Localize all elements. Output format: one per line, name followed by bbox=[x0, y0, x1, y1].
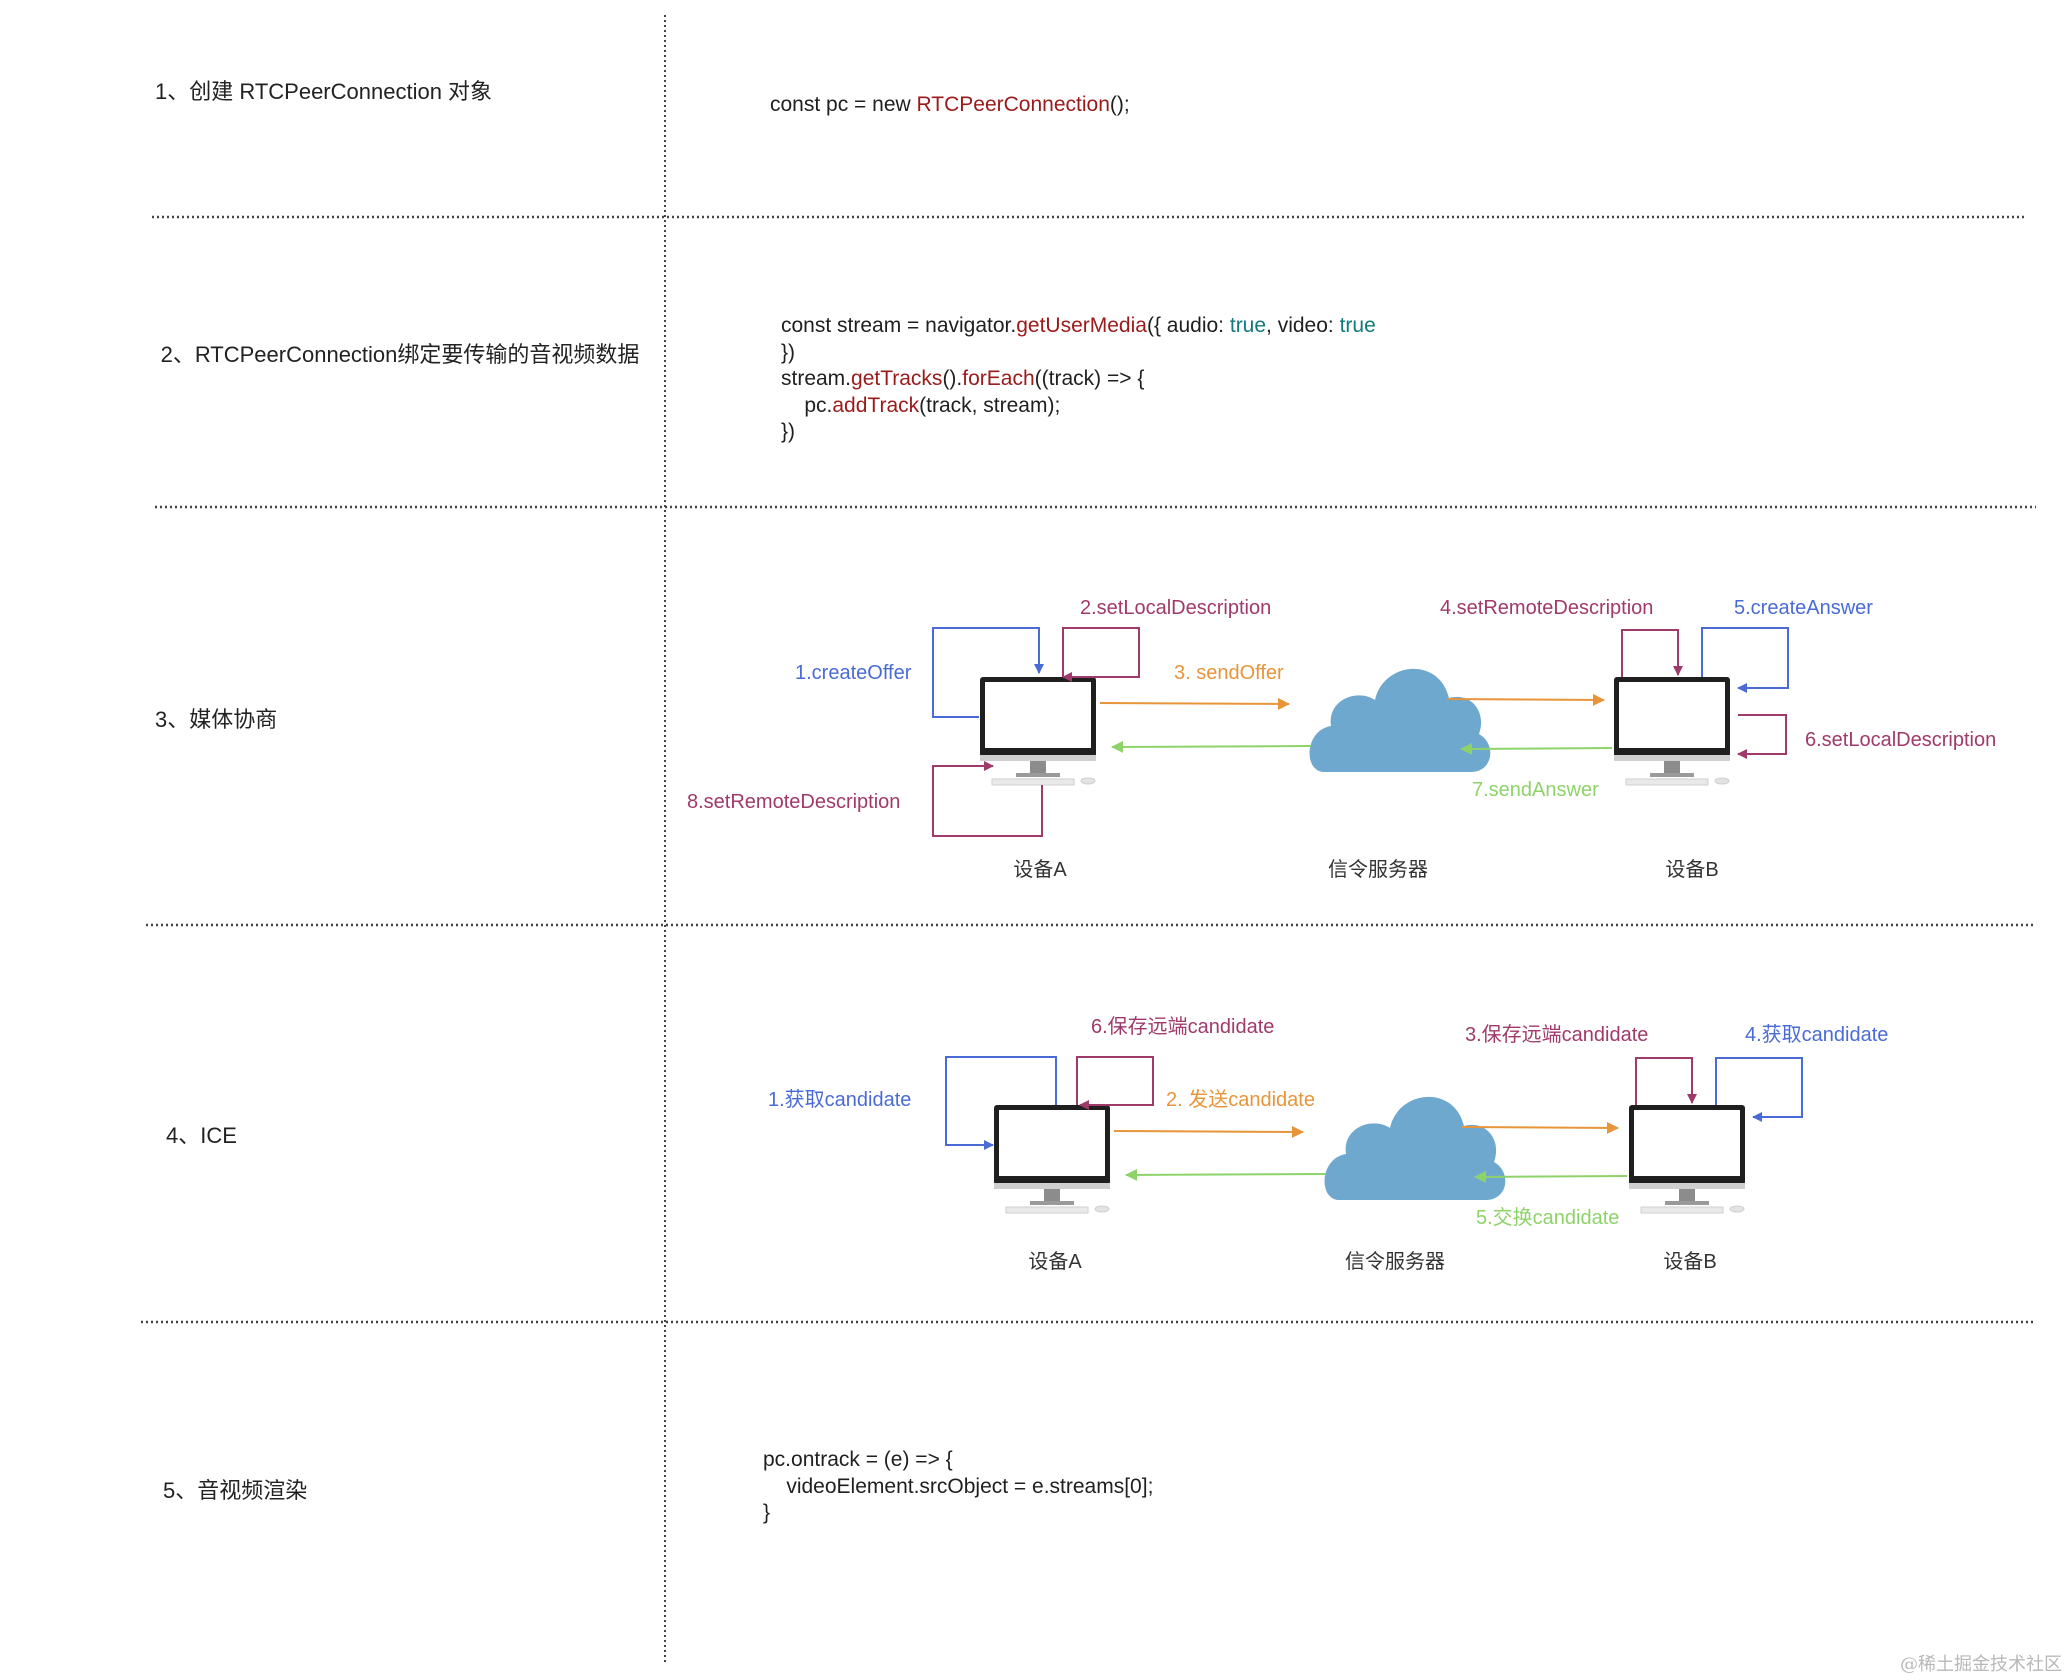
device-b-label: 设备B bbox=[1663, 1250, 1716, 1273]
server-to-a-candidate-arrow bbox=[1125, 1168, 1327, 1181]
signaling-server-cloud-icon bbox=[1324, 1096, 1506, 1200]
create-answer-arrow bbox=[1701, 627, 1789, 693]
send-answer-label: 7.sendAnswer bbox=[1472, 779, 1599, 801]
code-render: pc.ontrack = (e) => { videoElement.srcOb… bbox=[763, 1447, 1153, 1527]
code-keyword: RTCPeerConnection bbox=[916, 93, 1110, 116]
step-2-label: 2、RTCPeerConnection绑定要传输的音视频数据 bbox=[160, 342, 640, 367]
get-candidate-b-arrow bbox=[1715, 1057, 1803, 1122]
code-text: const pc = new bbox=[770, 93, 917, 116]
code-line: pc.ontrack = (e) => { bbox=[763, 1448, 953, 1471]
send-candidate-arrow bbox=[1113, 1125, 1304, 1138]
step-3-label: 3、媒体协商 bbox=[155, 707, 278, 732]
step-1-label: 1、创建 RTCPeerConnection 对象 bbox=[155, 79, 493, 104]
set-remote-b-arrow bbox=[1621, 629, 1683, 677]
set-local-a-arrow bbox=[1062, 627, 1140, 682]
save-candidate-b-arrow bbox=[1635, 1057, 1697, 1105]
server-to-a-arrow bbox=[1111, 740, 1312, 753]
create-answer-label: 5.createAnswer bbox=[1734, 597, 1873, 619]
signaling-server-cloud-icon bbox=[1309, 668, 1491, 772]
exchange-candidate-arrow bbox=[1474, 1170, 1628, 1183]
code-line: } bbox=[763, 1501, 771, 1524]
set-local-b-arrow bbox=[1737, 714, 1787, 759]
code-create-peer-connection: const pc = new RTCPeerConnection(); bbox=[770, 92, 1130, 119]
save-candidate-a-arrow bbox=[1076, 1056, 1154, 1110]
server-to-b-arrow bbox=[1446, 693, 1605, 706]
get-candidate-b-label: 4.获取candidate bbox=[1745, 1023, 1888, 1046]
set-local-a-label: 2.setLocalDescription bbox=[1080, 597, 1271, 619]
device-a-label: 设备A bbox=[1013, 858, 1067, 881]
set-remote-a-label: 8.setRemoteDescription bbox=[687, 791, 900, 813]
save-candidate-b-label: 3.保存远端candidate bbox=[1465, 1023, 1648, 1046]
step-5-label: 5、音视频渲染 bbox=[163, 1478, 308, 1503]
server-label: 信令服务器 bbox=[1328, 858, 1428, 881]
set-remote-b-label: 4.setRemoteDescription bbox=[1440, 597, 1653, 619]
negotiation-diagram: 1.createOffer 2.setLocalDescription 3. s… bbox=[687, 597, 1996, 881]
code-line: videoElement.srcObject = e.streams[0]; bbox=[763, 1474, 1154, 1498]
exchange-candidate-label: 5.交换candidate bbox=[1476, 1206, 1619, 1229]
set-local-b-label: 6.setLocalDescription bbox=[1805, 729, 1996, 751]
device-a-computer-icon bbox=[979, 676, 1097, 786]
code-line: pc.addTrack(track, stream); bbox=[781, 393, 1061, 417]
device-a-label: 设备A bbox=[1028, 1250, 1082, 1273]
create-offer-arrow bbox=[932, 627, 1044, 718]
device-b-computer-icon bbox=[1613, 676, 1731, 786]
get-candidate-a-label: 1.获取candidate bbox=[768, 1088, 911, 1111]
watermark: @稀土掘金技术社区 bbox=[1900, 1654, 2062, 1675]
code-line: const stream = navigator.getUserMedia({ … bbox=[781, 314, 1376, 337]
code-bind-media: const stream = navigator.getUserMedia({ … bbox=[781, 313, 1376, 446]
code-line: }) bbox=[781, 340, 796, 364]
set-remote-a-arrow bbox=[932, 761, 1043, 837]
device-b-computer-icon bbox=[1628, 1104, 1746, 1214]
step-4-label: 4、ICE bbox=[166, 1123, 237, 1148]
create-offer-label: 1.createOffer bbox=[795, 662, 912, 684]
code-text: (); bbox=[1109, 93, 1130, 116]
send-offer-arrow bbox=[1099, 697, 1290, 710]
ice-diagram: 1.获取candidate 6.保存远端candidate 2. 发送candi… bbox=[768, 1015, 1888, 1273]
device-a-computer-icon bbox=[993, 1104, 1111, 1214]
send-candidate-label: 2. 发送candidate bbox=[1166, 1088, 1315, 1111]
device-b-label: 设备B bbox=[1665, 858, 1718, 881]
send-answer-arrow bbox=[1460, 742, 1613, 755]
save-candidate-a-label: 6.保存远端candidate bbox=[1091, 1015, 1274, 1038]
send-offer-label: 3. sendOffer bbox=[1174, 662, 1284, 684]
code-line: }) bbox=[781, 420, 796, 443]
server-to-b-candidate-arrow bbox=[1461, 1121, 1619, 1134]
server-label: 信令服务器 bbox=[1345, 1250, 1445, 1273]
get-candidate-a-arrow bbox=[945, 1056, 1057, 1150]
code-line: stream.getTracks().forEach((track) => { bbox=[781, 367, 1145, 390]
